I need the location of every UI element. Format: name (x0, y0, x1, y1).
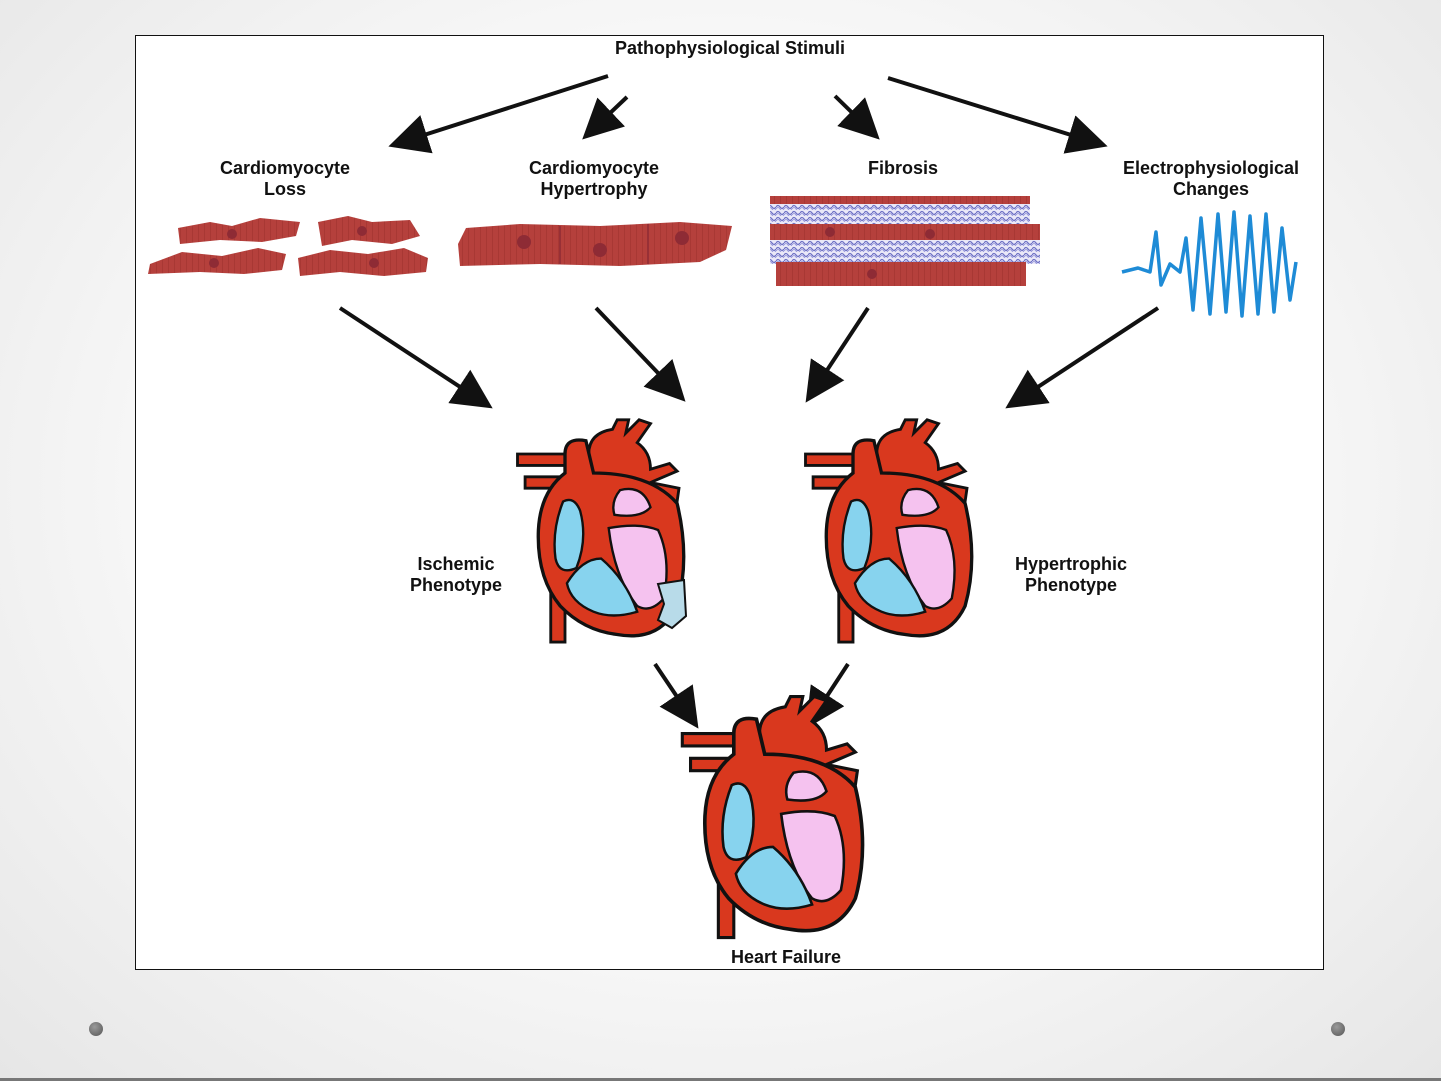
heart-failure-heart-icon (682, 697, 862, 938)
outcome-label: Heart Failure (686, 947, 886, 968)
cardiomyocyte-hypertrophy-image (458, 222, 732, 266)
arrow-to-fibrosis (835, 96, 874, 134)
slide-dot-right (1331, 1022, 1345, 1036)
arrow-to-electro (888, 78, 1100, 144)
arrow-hypertrophy-to-ischemic (596, 308, 680, 396)
top-label: Pathophysiological Stimuli (560, 38, 900, 59)
arrows-top (396, 76, 1100, 144)
ecg-waveform-icon (1122, 212, 1296, 316)
fibrosis-image (770, 196, 1040, 286)
cardiomyocyte-loss-image (148, 216, 428, 276)
arrow-to-hypertrophy (588, 97, 627, 134)
stimulus-label-fibrosis: Fibrosis (803, 158, 1003, 179)
arrows-middle (340, 308, 1158, 404)
arrow-to-loss (396, 76, 608, 144)
arrow-ischemic-to-failure (655, 664, 694, 722)
slide-dot-left (89, 1022, 103, 1036)
arrow-electro-to-hypertrophic (1012, 308, 1158, 404)
hypertrophic-heart-icon (806, 420, 972, 642)
ischemic-heart-icon (518, 420, 684, 642)
arrow-fibrosis-to-hypertrophic (810, 308, 868, 396)
arrow-loss-to-ischemic (340, 308, 486, 404)
